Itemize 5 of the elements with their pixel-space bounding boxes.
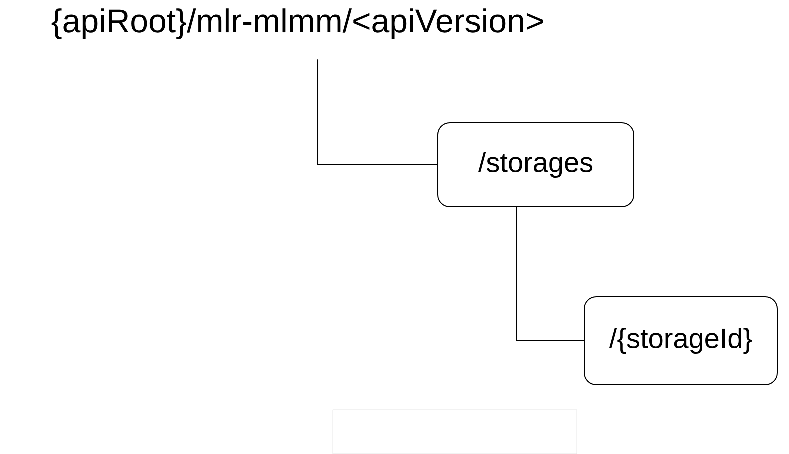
- root-path-text: {apiRoot}/mlr-mlmm/<apiVersion>: [52, 8, 544, 40]
- path-box: /storages: [438, 122, 634, 208]
- connector-line: [318, 59, 438, 166]
- connector-line: [516, 207, 584, 342]
- path-box: /{storageId}: [584, 296, 778, 386]
